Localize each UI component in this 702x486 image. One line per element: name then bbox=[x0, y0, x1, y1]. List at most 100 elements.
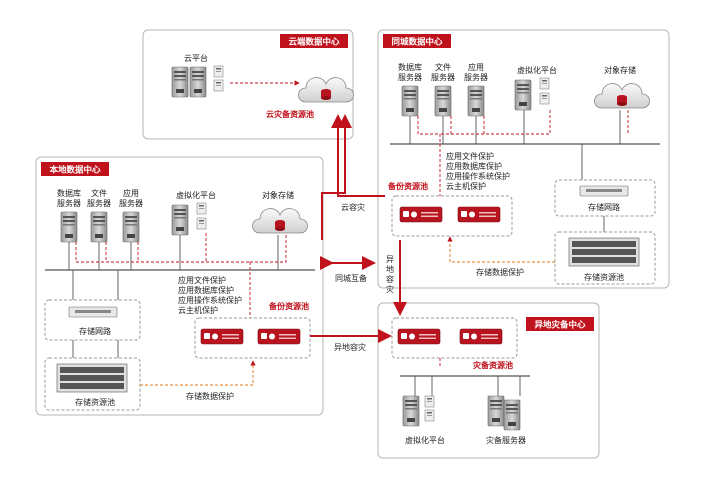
local-file-server-label-line2: 服务器 bbox=[87, 198, 111, 208]
same-city-virtualization-label: 虚拟化平台 bbox=[517, 65, 557, 75]
local-file-server-label-line1: 文件 bbox=[91, 188, 107, 198]
same-city-storage-pool-box bbox=[554, 231, 656, 285]
virtualization-module-icon bbox=[424, 395, 435, 408]
remote-bus-drops bbox=[414, 376, 521, 396]
local-title: 本地数据中心 bbox=[49, 165, 101, 176]
local-storage-pool-label: 存储资源池 bbox=[75, 397, 115, 407]
local-backup-pool-label: 备份资源池 bbox=[268, 301, 309, 311]
same-city-data-center-panel: 同城数据中心 数据库 服务器 文件 服务器 应用 服务器 虚拟化平台 对象存储 bbox=[377, 29, 670, 289]
cloud-platform-module-icon bbox=[213, 79, 224, 92]
dr-server-icon bbox=[487, 395, 505, 427]
cloud-platform-label: 云平台 bbox=[184, 53, 208, 63]
same-city-storage-network-label: 存储网路 bbox=[588, 202, 620, 212]
local-bus-drops bbox=[68, 235, 279, 358]
virtualization-module-icon bbox=[539, 92, 550, 105]
local-servers: 数据库 服务器 文件 服务器 应用 服务器 bbox=[57, 188, 143, 243]
backup-appliance-icon bbox=[399, 206, 443, 223]
cloud-dr-arrow-local bbox=[321, 114, 352, 240]
local-object-storage-label: 对象存储 bbox=[262, 190, 294, 200]
remote-dr-horizontal-label: 异地容灾 bbox=[334, 342, 366, 352]
virtualization-server-icon bbox=[514, 79, 532, 111]
local-app-server-label-line1: 应用 bbox=[123, 188, 139, 198]
same-city-app-server-label-line2: 服务器 bbox=[464, 72, 488, 82]
virtualization-module-icon bbox=[539, 77, 550, 90]
app-server-icon bbox=[122, 211, 140, 243]
local-storage-network-box bbox=[44, 299, 141, 341]
local-protection-1: 应用文件保护 bbox=[178, 275, 226, 285]
local-protection-4: 云主机保护 bbox=[178, 305, 218, 315]
same-city-title-bg bbox=[383, 34, 451, 48]
inter-center-links: 云容灾 同城互备 异 地 容 灾 异地容灾 bbox=[310, 114, 407, 352]
same-city-object-storage-label: 对象存储 bbox=[604, 65, 636, 75]
cloud-platform-module-icon bbox=[213, 65, 224, 78]
cloud-center-title: 云端数据中心 bbox=[288, 37, 340, 48]
backup-appliance-icon bbox=[257, 328, 301, 345]
cloud-dr-arrow-same-city bbox=[331, 114, 385, 197]
file-server-icon bbox=[90, 211, 108, 243]
db-server-icon bbox=[401, 85, 419, 117]
virtualization-server-icon bbox=[402, 395, 420, 427]
same-city-db-server-label-line2: 服务器 bbox=[398, 72, 422, 82]
local-db-server-label-line1: 数据库 bbox=[57, 188, 81, 198]
storage-array-icon bbox=[568, 237, 640, 267]
local-storage-network-label: 存储网路 bbox=[79, 326, 111, 336]
same-city-storage-protection-label: 存储数据保护 bbox=[476, 267, 524, 277]
same-city-title: 同城数据中心 bbox=[391, 37, 443, 48]
remote-dr-pool-label: 灾备资源池 bbox=[473, 360, 513, 370]
file-server-icon bbox=[434, 85, 452, 117]
virtualization-module-icon bbox=[196, 202, 207, 215]
local-backup-pool-box bbox=[194, 317, 311, 359]
same-city-protection-2: 应用数据库保护 bbox=[446, 161, 502, 171]
same-city-bus-drops bbox=[409, 110, 621, 180]
local-protection-2: 应用数据库保护 bbox=[178, 285, 234, 295]
same-city-servers: 数据库 服务器 文件 服务器 应用 服务器 bbox=[398, 62, 488, 117]
same-city-storage-pool-label: 存储资源池 bbox=[584, 272, 624, 282]
same-city-backup-paths bbox=[417, 110, 629, 196]
virtualization-server-icon bbox=[171, 204, 189, 236]
same-city-protection-1: 应用文件保护 bbox=[446, 151, 494, 161]
local-storage-pool-box bbox=[44, 357, 141, 411]
dr-appliance-icon bbox=[397, 328, 441, 345]
cloud-pool-label: 云灾备资源池 bbox=[266, 109, 314, 119]
local-title-bg bbox=[41, 162, 109, 176]
cloud-center-title-bg bbox=[280, 34, 348, 48]
backup-appliance-icon bbox=[457, 206, 501, 223]
remote-title: 异地灾备中心 bbox=[534, 320, 586, 331]
same-city-file-server-label-line2: 服务器 bbox=[431, 72, 455, 82]
remote-virtualization-label: 虚拟化平台 bbox=[405, 435, 445, 445]
virtualization-module-icon bbox=[196, 217, 207, 230]
remote-dr-vertical-label-char2: 地 bbox=[386, 264, 394, 274]
local-protection-3: 应用操作系统保护 bbox=[178, 295, 242, 305]
same-city-backup-pool-box bbox=[391, 195, 513, 237]
local-storage-protection-label: 存储数据保护 bbox=[186, 391, 234, 401]
same-city-db-server-label-line1: 数据库 bbox=[398, 62, 422, 72]
local-data-center-panel: 本地数据中心 数据库 服务器 文件 服务器 应用 服务器 虚拟化平台 对象存储 bbox=[35, 156, 324, 416]
cloud-platform-server-icon bbox=[189, 66, 207, 98]
cloud-platform-server-icon bbox=[171, 66, 189, 98]
dr-server-icon bbox=[503, 399, 521, 431]
local-protection-list: 应用文件保护 应用数据库保护 应用操作系统保护 云主机保护 bbox=[178, 275, 242, 315]
remote-dr-vertical-label-char1: 异 bbox=[386, 255, 394, 264]
db-server-icon bbox=[60, 211, 78, 243]
cloud-dr-label: 云容灾 bbox=[341, 202, 365, 212]
same-city-storage-network-box bbox=[554, 179, 656, 217]
dr-appliance-icon bbox=[459, 328, 503, 345]
same-city-backup-pool-label: 备份资源池 bbox=[387, 181, 428, 191]
storage-switch-icon bbox=[68, 306, 118, 318]
remote-dr-vertical-label-char3: 容 bbox=[386, 274, 394, 284]
remote-dr-vertical-label-char4: 灾 bbox=[386, 284, 394, 294]
same-city-protection-list: 应用文件保护 应用数据库保护 应用操作系统保护 云主机保护 bbox=[446, 151, 510, 191]
same-city-mutual-label: 同城互备 bbox=[335, 273, 367, 283]
local-db-server-label-line2: 服务器 bbox=[57, 198, 81, 208]
same-city-protection-4: 云主机保护 bbox=[446, 181, 486, 191]
remote-title-bg bbox=[526, 317, 594, 331]
same-city-protection-3: 应用操作系统保护 bbox=[446, 171, 510, 181]
remote-dr-server-label: 灾备服务器 bbox=[486, 435, 526, 445]
local-app-server-label-line2: 服务器 bbox=[119, 198, 143, 208]
remote-dr-pool-box bbox=[391, 317, 518, 359]
same-city-file-server-label-line1: 文件 bbox=[435, 62, 451, 72]
backup-appliance-icon bbox=[200, 328, 244, 345]
cloud-data-center-panel: 云端数据中心 云平台 云灾备资源池 bbox=[142, 29, 354, 140]
remote-dr-center-panel: 异地灾备中心 灾备资源池 虚拟化平台 灾备服务器 bbox=[377, 302, 600, 459]
